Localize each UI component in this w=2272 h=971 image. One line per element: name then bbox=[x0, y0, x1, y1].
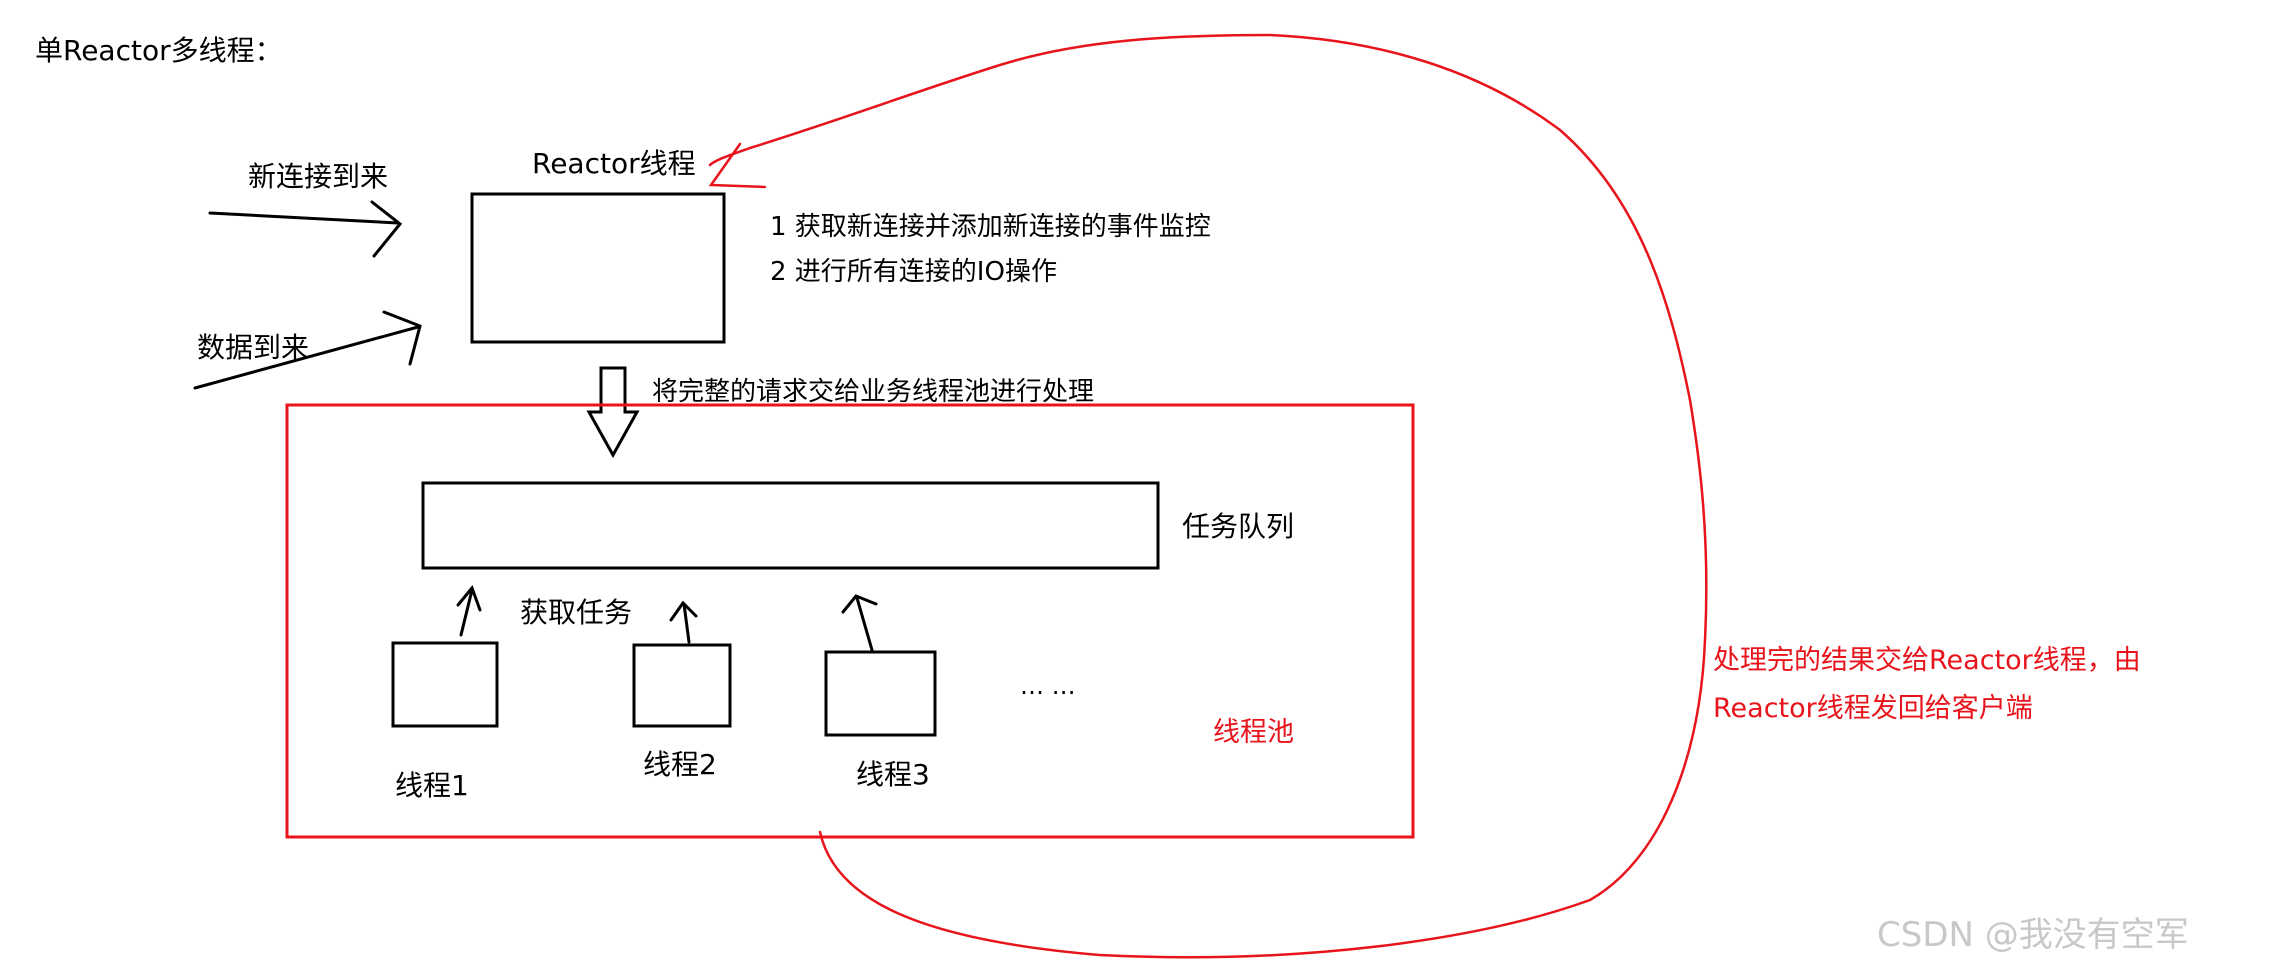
return-note-line-2: Reactor线程发回给客户端 bbox=[1713, 693, 2033, 724]
data-arrival-arrow bbox=[193, 310, 422, 390]
return-loop bbox=[708, 33, 1708, 959]
more-threads-ellipsis: … … bbox=[1020, 672, 1076, 700]
handoff-arrow bbox=[586, 366, 640, 459]
task-queue-box bbox=[421, 481, 1160, 570]
thread-box-1 bbox=[391, 641, 499, 728]
task-queue-label: 任务队列 bbox=[1182, 510, 1294, 543]
return-note-line-1: 处理完的结果交给Reactor线程，由 bbox=[1713, 645, 2141, 676]
reactor-duty-1: 1 获取新连接并添加新连接的事件监控 bbox=[770, 212, 1211, 242]
thread-label-3: 线程3 bbox=[856, 758, 930, 791]
thread-pool-box bbox=[285, 403, 1415, 839]
thread-box-2 bbox=[632, 643, 732, 728]
return-arrowhead bbox=[708, 142, 767, 189]
new-connection-arrow bbox=[208, 200, 403, 258]
fetch-arrow-2 bbox=[669, 600, 698, 644]
fetch-arrow-3 bbox=[841, 594, 878, 652]
data-arrival-label: 数据到来 bbox=[197, 331, 309, 364]
fetch-arrow-1 bbox=[456, 585, 482, 637]
thread-label-1: 线程1 bbox=[395, 769, 469, 802]
handoff-label: 将完整的请求交给业务线程池进行处理 bbox=[652, 377, 1094, 407]
reactor-box bbox=[470, 192, 726, 344]
fetch-task-label: 获取任务 bbox=[520, 596, 632, 629]
reactor-label: Reactor线程 bbox=[532, 147, 696, 180]
new-connection-label: 新连接到来 bbox=[248, 160, 388, 193]
thread-box-3 bbox=[824, 650, 937, 737]
thread-pool-label: 线程池 bbox=[1213, 717, 1294, 748]
diagram-title: 单Reactor多线程： bbox=[35, 34, 283, 67]
thread-label-2: 线程2 bbox=[643, 748, 717, 781]
watermark: CSDN @我没有空军 bbox=[1877, 915, 2189, 955]
reactor-duty-2: 2 进行所有连接的IO操作 bbox=[770, 257, 1057, 287]
